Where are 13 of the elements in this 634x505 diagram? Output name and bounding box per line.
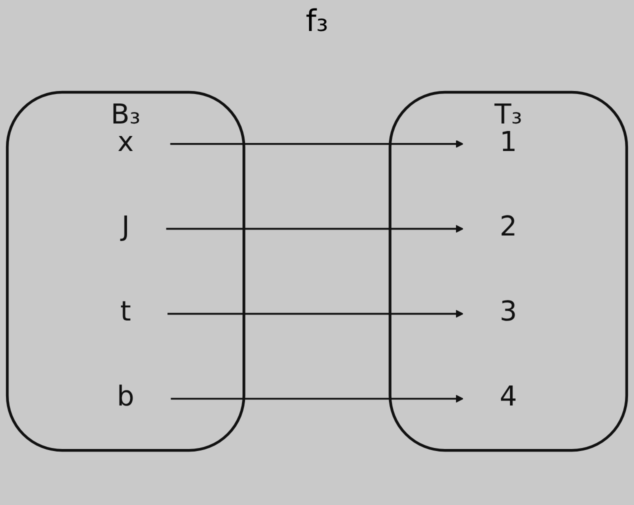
arrow bbox=[168, 310, 464, 318]
node-text: J bbox=[122, 211, 130, 244]
node-text: b bbox=[116, 381, 134, 414]
arrow bbox=[170, 394, 464, 403]
node-text: 4 bbox=[500, 381, 518, 414]
arrow bbox=[170, 140, 464, 148]
arrow bbox=[166, 225, 464, 234]
node-text: 2 bbox=[500, 211, 518, 244]
function-label: f₃ bbox=[306, 3, 328, 41]
node-text: 1 bbox=[500, 126, 518, 158]
node-text: t bbox=[120, 296, 131, 328]
node-text: x bbox=[118, 126, 134, 158]
node-text: 3 bbox=[500, 296, 518, 328]
